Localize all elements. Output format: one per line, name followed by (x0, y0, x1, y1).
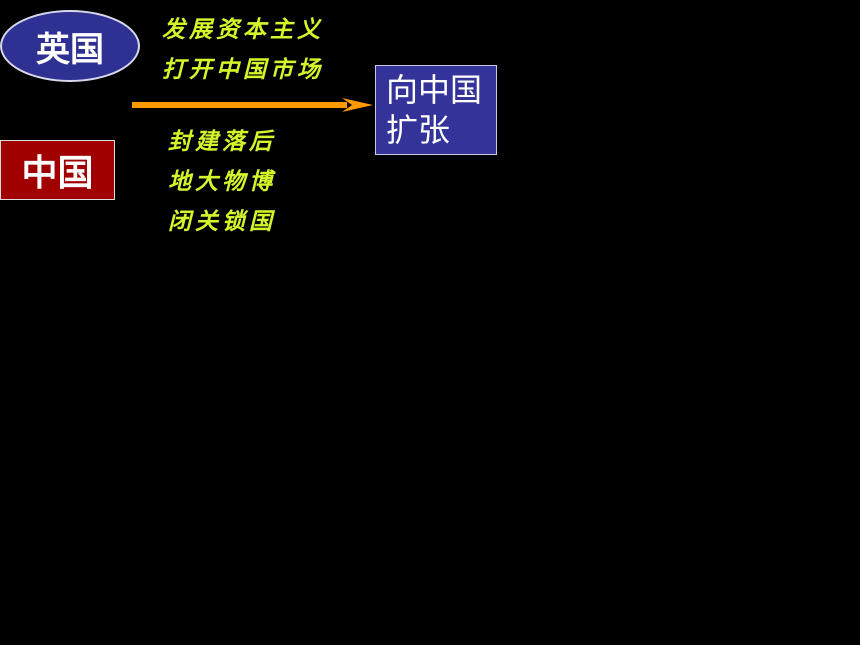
britain-point-1: 发展资本主义 (162, 17, 324, 43)
result-box: 向中国 扩张 (375, 65, 497, 155)
result-line-2: 扩张 (386, 111, 451, 149)
britain-oval: 英国 (0, 10, 140, 82)
china-point-1: 封建落后 (168, 129, 276, 155)
britain-point-2: 打开中国市场 (162, 57, 324, 83)
britain-label: 英国 (36, 29, 104, 70)
china-point-3: 闭关锁国 (168, 209, 276, 235)
result-line-1: 向中国 (386, 71, 483, 109)
china-box: 中国 (0, 140, 115, 200)
china-label: 中国 (21, 153, 94, 194)
china-point-2: 地大物博 (168, 169, 276, 195)
arrow-icon (132, 98, 373, 112)
